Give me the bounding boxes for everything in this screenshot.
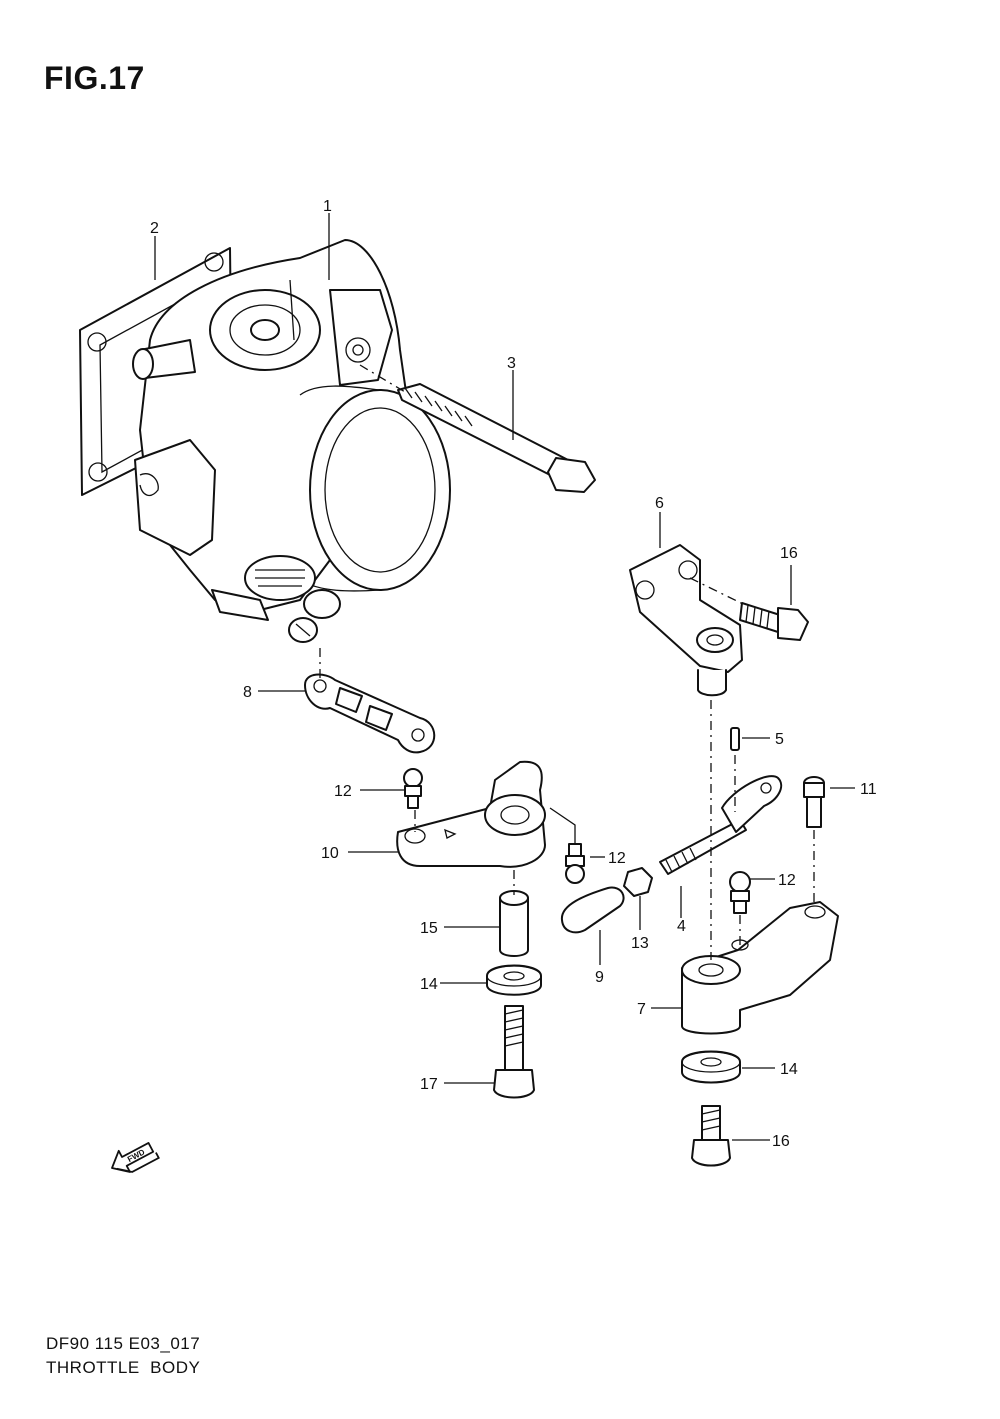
adjust-rod bbox=[659, 775, 783, 875]
callouts: 1 2 3 4 5 6 7 8 9 10 11 12 12 12 13 14 1… bbox=[150, 198, 877, 1150]
callout-6: 6 bbox=[655, 495, 664, 512]
callout-12b: 12 bbox=[608, 850, 626, 867]
bracket bbox=[629, 544, 743, 697]
fwd-arrow: FWD bbox=[111, 1142, 160, 1173]
spacer bbox=[499, 890, 529, 957]
callout-3: 3 bbox=[507, 355, 516, 372]
long-bolt bbox=[397, 383, 596, 493]
callout-13: 13 bbox=[631, 935, 649, 952]
bracket-bolt bbox=[739, 602, 809, 641]
callout-7: 7 bbox=[637, 1001, 646, 1018]
callout-16a: 16 bbox=[780, 545, 798, 562]
callout-11: 11 bbox=[860, 781, 877, 798]
ball-stud-3 bbox=[729, 871, 751, 914]
callout-5: 5 bbox=[775, 731, 784, 748]
callout-14b: 14 bbox=[780, 1061, 798, 1078]
callout-2: 2 bbox=[150, 220, 159, 237]
socket bbox=[560, 886, 625, 934]
callout-4: 4 bbox=[677, 918, 686, 935]
callout-16b: 16 bbox=[772, 1133, 790, 1150]
callout-8: 8 bbox=[243, 684, 252, 701]
callout-12c: 12 bbox=[778, 872, 796, 889]
nut bbox=[623, 867, 653, 897]
pin bbox=[730, 727, 740, 751]
bolt-17 bbox=[493, 1005, 535, 1099]
callout-12a: 12 bbox=[334, 783, 352, 800]
callout-1: 1 bbox=[323, 198, 332, 215]
callout-17: 17 bbox=[420, 1076, 438, 1093]
callout-9: 9 bbox=[595, 969, 604, 986]
washer-2 bbox=[681, 1050, 741, 1084]
lever-arm bbox=[396, 760, 546, 868]
arm bbox=[681, 901, 839, 1035]
figure-title: FIG.17 bbox=[44, 60, 145, 96]
leader-lines bbox=[154, 213, 855, 1141]
callout-15: 15 bbox=[420, 920, 438, 937]
diagram-code: DF90 115 E03_017 bbox=[46, 1334, 201, 1353]
callout-14a: 14 bbox=[420, 976, 438, 993]
link-rod bbox=[304, 673, 436, 754]
bolt-16 bbox=[691, 1105, 731, 1167]
stud bbox=[803, 776, 825, 828]
assembly-lines bbox=[319, 364, 815, 960]
diagram-name: THROTTLE BODY bbox=[46, 1358, 201, 1377]
ball-stud-1 bbox=[403, 768, 423, 809]
callout-10: 10 bbox=[321, 845, 339, 862]
ball-stud-2 bbox=[565, 843, 585, 884]
throttle-body bbox=[132, 239, 451, 643]
washer-1 bbox=[486, 964, 542, 996]
